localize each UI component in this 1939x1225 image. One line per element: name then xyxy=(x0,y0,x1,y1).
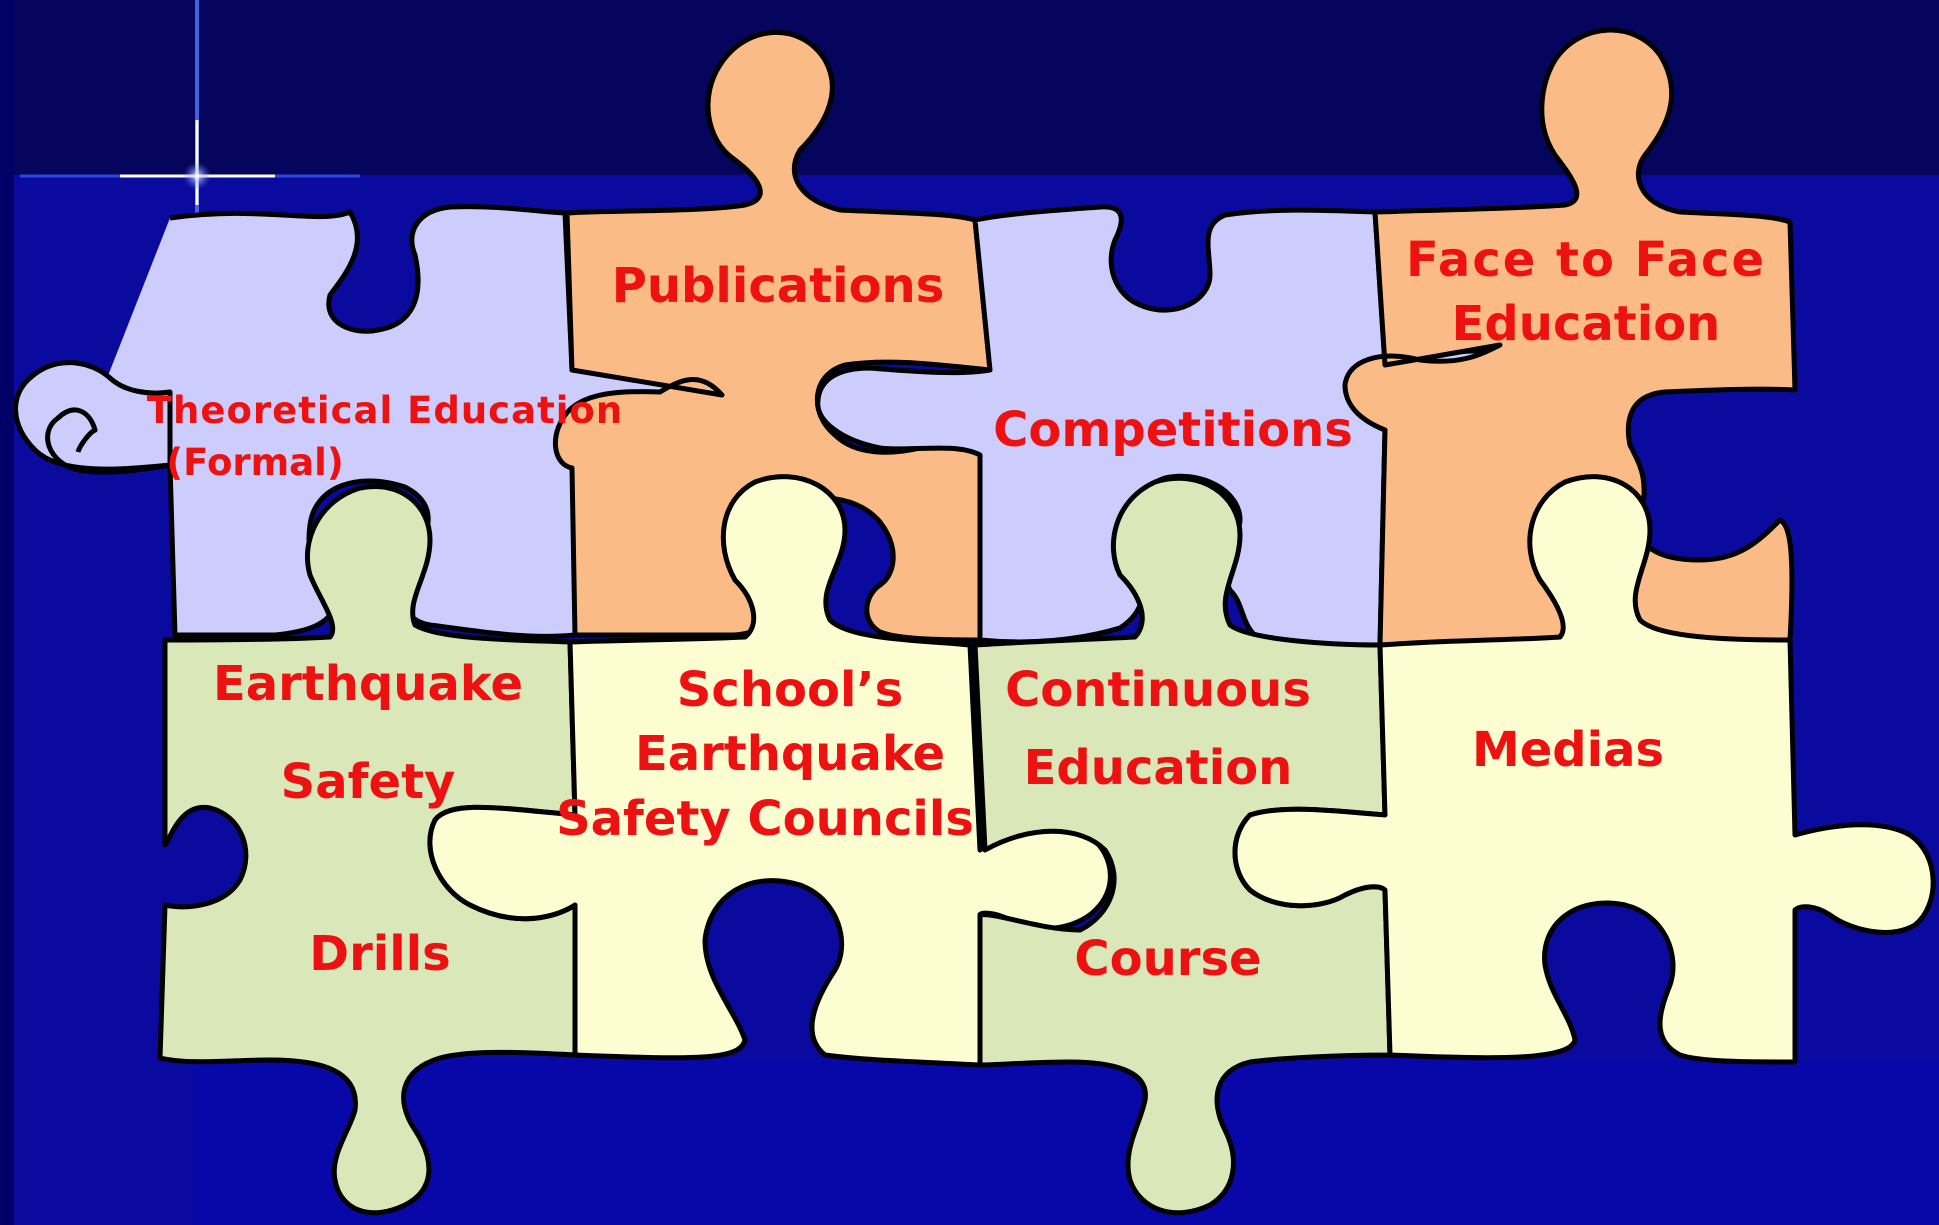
background-lower-panel xyxy=(195,1060,1939,1225)
label-continuous: Continuous xyxy=(1005,662,1311,718)
label-face-education: Education xyxy=(1452,296,1721,352)
label-theoretical-education: Theoretical Education xyxy=(147,389,623,432)
piece-medias xyxy=(1232,474,1936,1065)
label-school-earthquake: Earthquake xyxy=(635,726,945,782)
label-competitions: Competitions xyxy=(993,402,1353,458)
label-medias: Medias xyxy=(1472,722,1664,778)
label-publications: Publications xyxy=(612,258,945,314)
piece-face-to-face xyxy=(1342,27,1798,648)
label-education: Education xyxy=(1024,740,1293,796)
piece-earthquake-drills xyxy=(157,484,578,1216)
label-drills: Drills xyxy=(309,926,450,982)
label-schools: School’s xyxy=(677,662,903,718)
label-theoretical-formal: (Formal) xyxy=(166,441,343,484)
sparkle-icon xyxy=(20,0,360,215)
label-course: Course xyxy=(1074,931,1261,987)
label-face-to-face: Face to Face xyxy=(1406,232,1766,288)
label-safety: Safety xyxy=(281,754,456,810)
label-earthquake: Earthquake xyxy=(213,656,523,712)
label-safety-councils: Safety Councils xyxy=(556,791,974,847)
